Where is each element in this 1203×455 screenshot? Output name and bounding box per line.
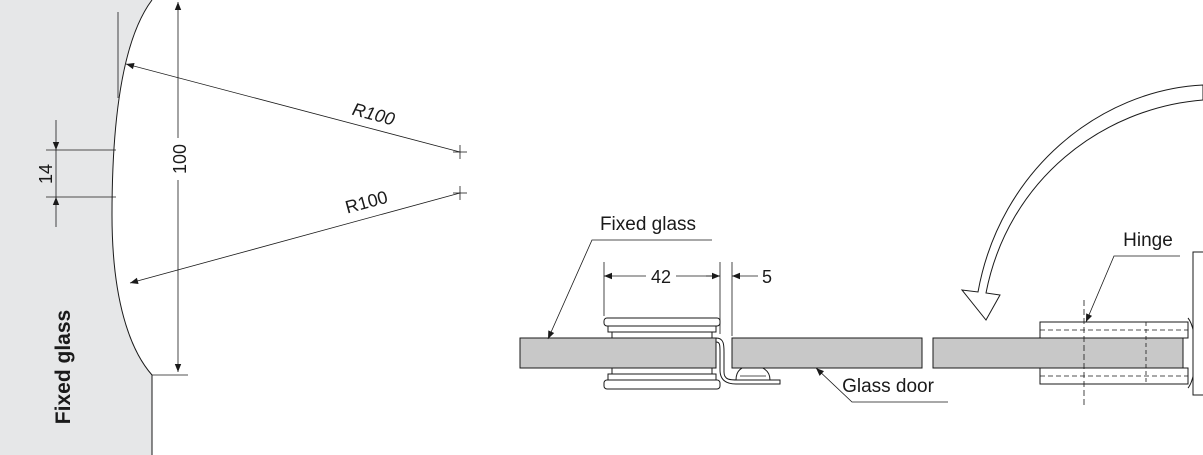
fixed-glass-pane [519,337,717,369]
fixed-glass-label-left: Fixed glass [52,310,75,424]
clamp-top [603,317,721,339]
clamp-width-dim-label: 42 [651,267,671,287]
door-swing-arrow [960,84,1203,321]
hinge-leader [1085,255,1180,323]
hinge-label: Hinge [1123,230,1173,251]
fixed-glass-panel [0,0,152,455]
right-detail: Fixed glass 42 5 Glass door Hinge [519,84,1203,405]
fixed-glass-leader [547,239,712,340]
left-detail: 100 R100 R100 14 Fixed glass [0,0,467,455]
curved-edge [111,0,153,455]
glass-door-pane [731,337,923,369]
height-dimension-label: 100 [170,144,190,174]
wall-plate [1192,251,1203,396]
radius-bottom-leader [129,192,461,284]
hinge-body [1039,251,1203,405]
glass-door-pane-far [932,337,1184,369]
radius-top-leader [125,62,461,153]
gap-dimension-label: 14 [36,164,56,184]
door-gap-dim-label: 5 [762,267,772,287]
height-label-bg [166,138,190,180]
door-stop-plate [715,337,781,385]
fixed-glass-label-right: Fixed glass [600,214,696,235]
glass-door-leader [815,367,948,403]
radius-bottom-label: R100 [343,187,390,218]
clamp-bottom [603,367,721,390]
glass-door-label: Glass door [842,376,935,397]
